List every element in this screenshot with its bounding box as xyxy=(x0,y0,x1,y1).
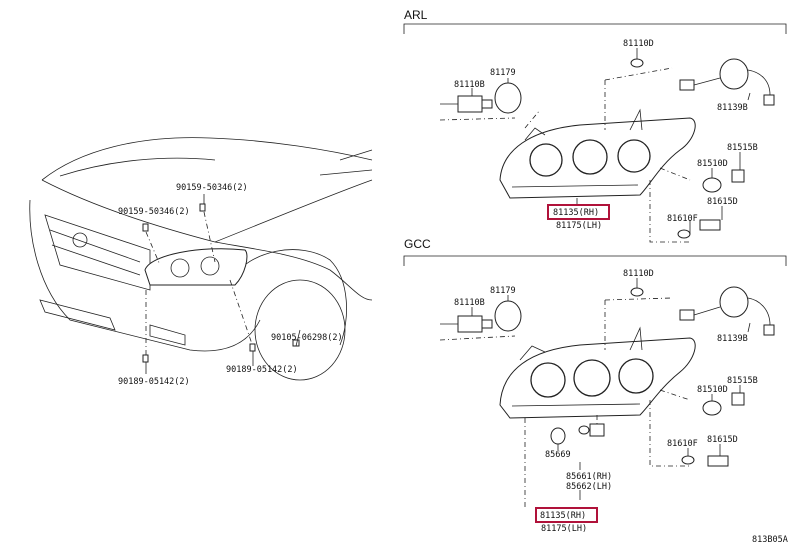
arl-bulb-81510d xyxy=(702,177,722,193)
gcc-bracket xyxy=(403,255,787,266)
gcc-bulb-81610f xyxy=(681,455,695,465)
label-90159-50346-left: 90159-50346(2) xyxy=(118,207,190,217)
gcc-ring-85669 xyxy=(550,427,566,445)
gcc-label-81515b: 81515B xyxy=(727,376,758,386)
gcc-label-85669: 85669 xyxy=(545,450,571,460)
arl-bulb-81110b xyxy=(440,95,493,113)
arl-headlamp xyxy=(499,108,696,199)
arl-part-highlight xyxy=(547,204,610,220)
arl-socket-81139b xyxy=(679,58,775,106)
gcc-socket-81139b xyxy=(679,286,775,336)
section-title-arl: ARL xyxy=(404,8,428,22)
gcc-label-81110b: 81110B xyxy=(454,298,485,308)
arl-bulb-81610f xyxy=(677,229,691,239)
gcc-part-highlight xyxy=(535,507,598,523)
arl-label-81175: 81175(LH) xyxy=(556,221,602,231)
gcc-socket-81515b xyxy=(731,392,745,406)
gcc-label-81179: 81179 xyxy=(490,286,516,296)
arl-label-81515b: 81515B xyxy=(727,143,758,153)
arl-label-81615d: 81615D xyxy=(707,197,738,207)
gcc-cover-81179 xyxy=(494,300,522,332)
arl-socket-81515b xyxy=(731,169,745,183)
label-90105-06298: 90105-06298(2) xyxy=(271,333,343,343)
gcc-label-81610f: 81610F xyxy=(667,439,698,449)
label-90159-50346-top: 90159-50346(2) xyxy=(176,183,248,193)
arl-cover-81179 xyxy=(494,82,522,114)
arl-label-81610f: 81610F xyxy=(667,214,698,224)
gcc-label-85662: 85662(LH) xyxy=(566,482,612,492)
arl-label-81110d: 81110D xyxy=(623,39,654,49)
arl-label-81510d: 81510D xyxy=(697,159,728,169)
gcc-label-81175: 81175(LH) xyxy=(541,524,587,534)
gcc-bulb-85661 xyxy=(578,423,605,437)
gcc-headlamp xyxy=(499,326,696,419)
gcc-label-81139b: 81139B xyxy=(717,334,748,344)
diagram-code: 813B05A xyxy=(752,535,788,545)
section-title-gcc: GCC xyxy=(404,237,431,251)
arl-label-81179: 81179 xyxy=(490,68,516,78)
arl-label-81135: 81135(RH) xyxy=(553,208,599,218)
gcc-label-81110d: 81110D xyxy=(623,269,654,279)
gcc-label-81510d: 81510D xyxy=(697,385,728,395)
gcc-socket-81615d xyxy=(707,455,729,467)
gcc-label-81615d: 81615D xyxy=(707,435,738,445)
gcc-label-85661: 85661(RH) xyxy=(566,472,612,482)
arl-bracket xyxy=(403,23,787,34)
gcc-bulb-81110d xyxy=(630,287,644,297)
arl-label-81110b: 81110B xyxy=(454,80,485,90)
gcc-bulb-81110b xyxy=(440,315,493,333)
arl-bulb-81110d xyxy=(630,58,644,68)
arl-label-81139b: 81139B xyxy=(717,103,748,113)
gcc-bulb-81510d xyxy=(702,400,722,416)
arl-socket-81615d xyxy=(699,219,721,231)
car-front-illustration xyxy=(29,137,373,381)
label-90189-05142-left: 90189-05142(2) xyxy=(118,377,190,387)
label-90189-05142-right: 90189-05142(2) xyxy=(226,365,298,375)
gcc-label-81135: 81135(RH) xyxy=(540,511,586,521)
